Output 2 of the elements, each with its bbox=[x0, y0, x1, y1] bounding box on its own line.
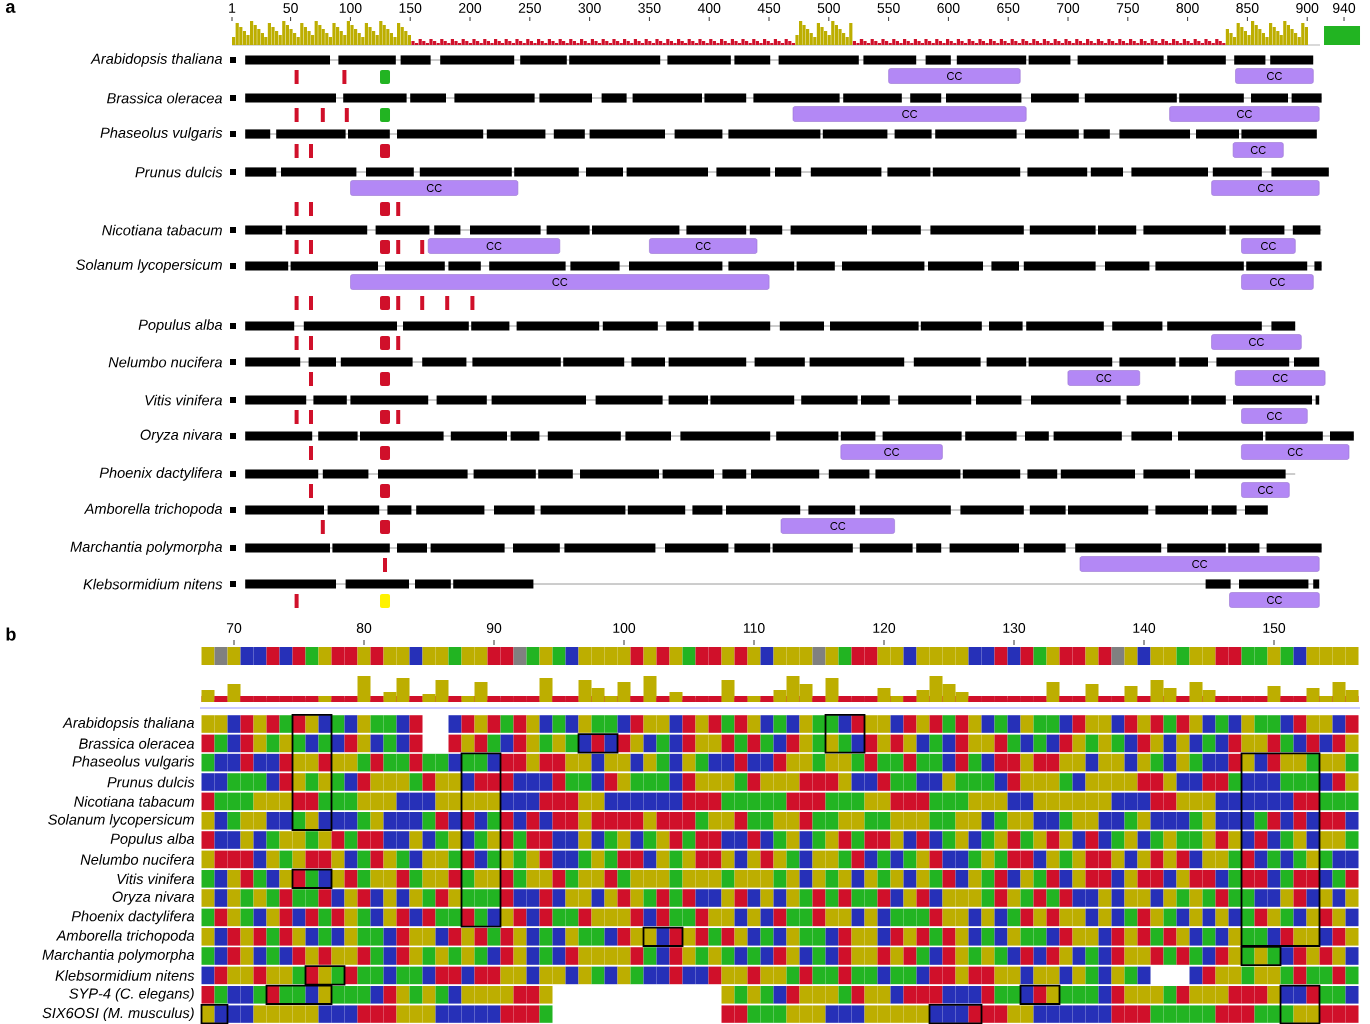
panel-label: a bbox=[5, 3, 16, 13]
panel-label: b bbox=[6, 627, 16, 641]
